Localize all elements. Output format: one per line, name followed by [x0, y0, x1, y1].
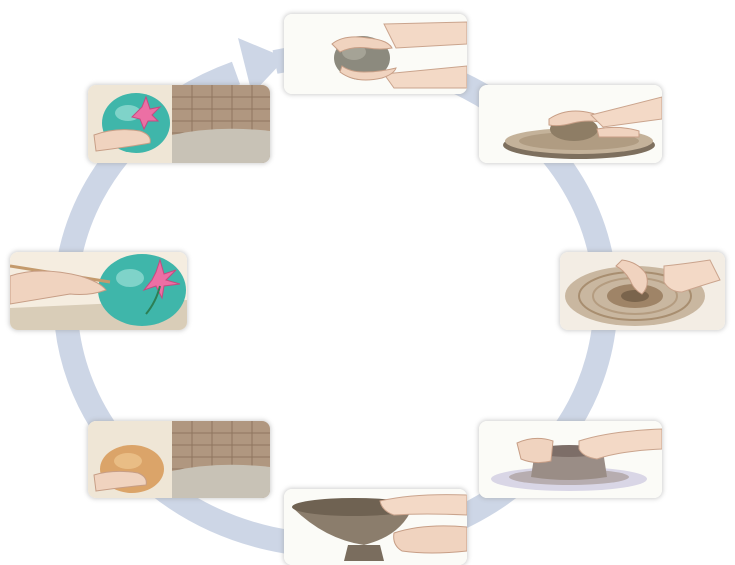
step-7-card	[10, 252, 187, 330]
step-8-card	[88, 85, 270, 163]
step-3-card	[560, 252, 725, 330]
step-5-card	[284, 489, 467, 565]
step-1-card	[284, 14, 467, 94]
step-3-illustration	[560, 252, 725, 330]
step-5-illustration	[284, 489, 467, 565]
step-1-illustration	[284, 14, 467, 94]
step-2-illustration	[479, 85, 662, 163]
step-4-card	[479, 421, 662, 498]
step-6-illustration	[88, 421, 270, 498]
step-6-card	[88, 421, 270, 498]
step-8-illustration	[88, 85, 270, 163]
step-2-card	[479, 85, 662, 163]
step-4-illustration	[479, 421, 662, 498]
step-7-illustration	[10, 252, 187, 330]
